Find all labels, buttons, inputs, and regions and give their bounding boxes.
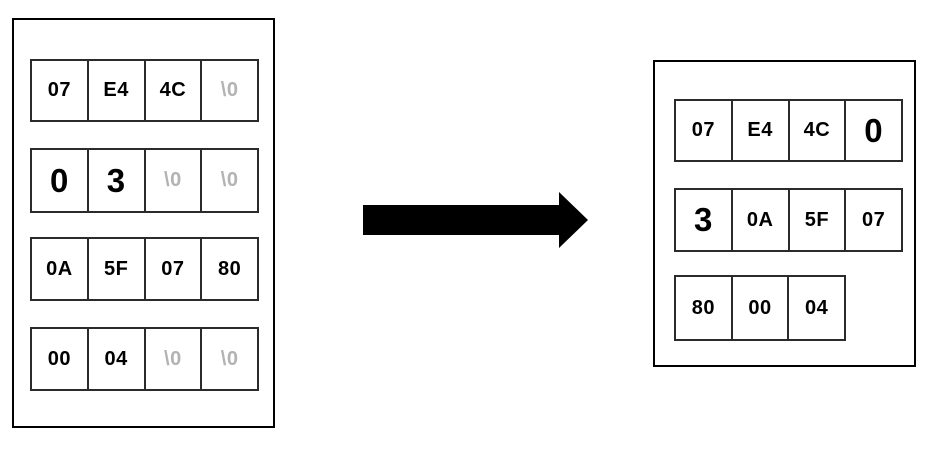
- byte-cell: 4C: [146, 61, 203, 120]
- byte-cell: 00: [733, 277, 790, 339]
- byte-cell: 04: [89, 329, 146, 389]
- byte-cell: 07: [862, 208, 886, 231]
- byte-cell: 3: [676, 190, 733, 250]
- null-byte-cell: \0: [220, 169, 239, 191]
- compacted-buffer-box: 07 E4 4C 0 3 0A 5F 07 80 00 04: [653, 60, 916, 367]
- byte-cell: 0A: [733, 190, 790, 250]
- byte-cell: 0: [32, 150, 89, 211]
- buffer-row: 07 E4 4C \0: [30, 59, 259, 122]
- buffer-row: 0 3 \0 \0: [30, 148, 259, 213]
- null-byte-cell: \0: [220, 347, 239, 370]
- byte-cell: 04: [805, 296, 829, 319]
- byte-cell: 80: [218, 257, 242, 280]
- byte-cell: 07: [32, 61, 89, 120]
- byte-cell: 4C: [790, 101, 847, 160]
- byte-cell: 00: [32, 329, 89, 389]
- buffer-row: 3 0A 5F 07: [674, 188, 903, 252]
- byte-cell: 0: [864, 111, 884, 149]
- arrow-right-icon: [363, 192, 588, 248]
- source-buffer-box: 07 E4 4C \0 0 3 \0 \0 0A 5F 07 80 00 04 …: [12, 18, 275, 428]
- null-byte-cell: \0: [220, 79, 239, 101]
- buffer-row: 00 04 \0 \0: [30, 327, 259, 391]
- buffer-row: 80 00 04: [674, 275, 846, 341]
- buffer-row: 07 E4 4C 0: [674, 99, 903, 162]
- null-byte-cell: \0: [146, 150, 203, 211]
- byte-cell: 5F: [89, 239, 146, 299]
- null-byte-cell: \0: [146, 329, 203, 389]
- byte-cell: E4: [733, 101, 790, 160]
- byte-cell: 3: [89, 150, 146, 211]
- byte-cell: 0A: [32, 239, 89, 299]
- byte-cell: 5F: [790, 190, 847, 250]
- byte-cell: 07: [676, 101, 733, 160]
- byte-cell: 80: [676, 277, 733, 339]
- byte-cell: E4: [89, 61, 146, 120]
- byte-cell: 07: [146, 239, 203, 299]
- buffer-row: 0A 5F 07 80: [30, 237, 259, 301]
